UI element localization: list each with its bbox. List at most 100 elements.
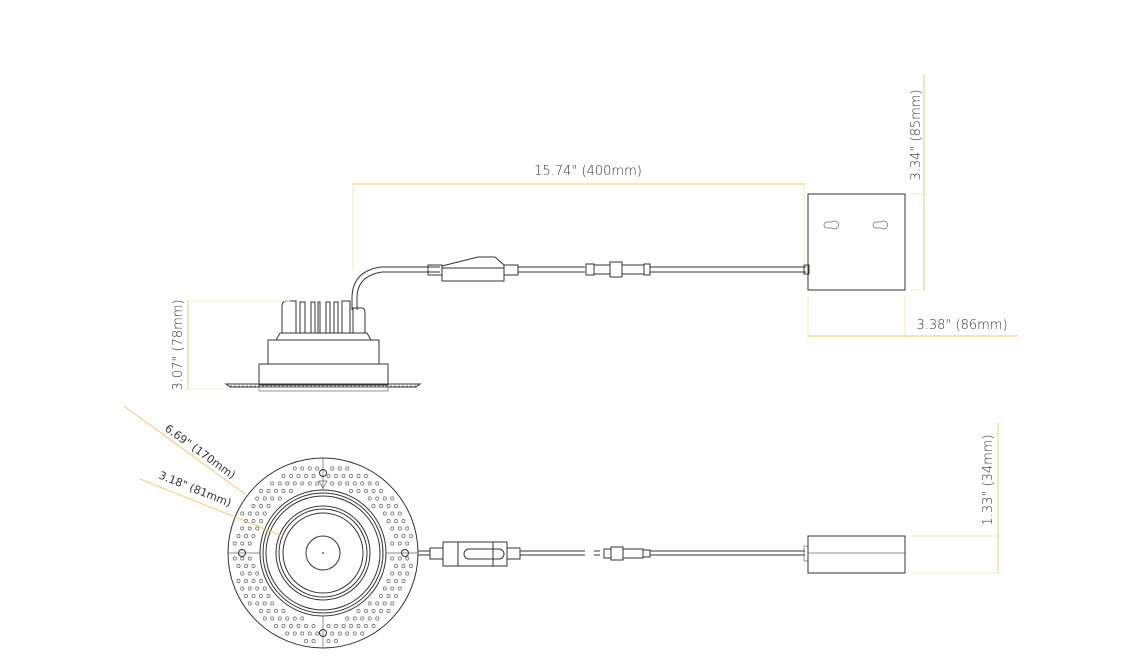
fixture-height-label: 3.07" (78mm) [171,299,186,390]
fixture-side-view [224,266,440,392]
perforation-hole [300,631,305,636]
perforation-hole [300,466,305,471]
perforation-hole [262,616,267,621]
perforation-hole [356,489,361,493]
perforation-hole [352,631,357,636]
perforation-hole [285,631,290,636]
perforation-hole [247,571,252,576]
perforation-hole [247,526,252,531]
perforation-hole [307,466,312,471]
driver-box-front [807,193,906,291]
perforation-hole [371,504,376,508]
perforation-hole [371,489,376,493]
perforation-hole [292,631,297,636]
perforation-hole [360,616,365,621]
perforation-hole [247,601,252,606]
perforation-hole [244,534,248,538]
perforation-hole [394,564,398,568]
driver-height-label: 3.34" (85mm) [909,89,924,180]
perforation-hole [401,534,406,538]
perforation-hole [330,466,335,471]
perforation-hole [379,504,383,508]
perforation-hole [311,639,316,643]
perforation-hole [292,481,297,486]
perforation-hole [240,511,245,516]
perforation-hole [401,519,406,523]
perforation-hole [266,504,271,508]
perforation-hole [409,564,413,568]
perforation-hole [405,571,410,576]
perforation-hole [334,639,338,643]
perforation-hole [356,474,361,478]
perforation-hole [262,511,267,516]
mounting-slots [228,458,418,648]
perforation-hole [326,639,331,643]
perforation-hole [337,466,342,471]
perforation-hole [390,586,395,591]
perforation-hole [364,489,368,493]
perforation-hole [405,541,410,546]
perforation-hole [247,541,252,546]
perforation-hole [255,601,260,606]
perforation-hole [240,556,245,561]
dimension-driver-height: 3.34" (85mm) [909,75,926,291]
perforation-hole [334,624,338,628]
perforation-hole [255,511,260,516]
perforation-hole [352,481,357,486]
perforation-hole [259,594,263,598]
perforation-holes [232,466,413,643]
perforation-hole [386,594,391,598]
perforation-hole [345,631,350,636]
perforation-hole [397,526,402,531]
perforation-hole [262,586,267,591]
perforation-hole [371,609,376,613]
dimension-fixture-height: 3.07" (78mm) [171,299,290,391]
perforation-hole [281,489,286,493]
perforation-hole [277,481,282,486]
perforation-hole [281,474,286,478]
perforation-hole [390,601,395,606]
perforation-hole [326,474,331,478]
perforation-hole [379,489,383,493]
perforation-hole [236,564,241,568]
perforation-hole [405,556,410,561]
perforation-hole [274,609,278,613]
perforation-hole [386,609,391,613]
driver-width-label: 3.38" (86mm) [916,318,1007,333]
cable-length-label: 15.74" (400mm) [534,164,642,179]
perforation-hole [379,594,383,598]
perforation-hole [326,624,331,628]
dimension-cable-length: 15.74" (400mm) [352,164,805,270]
perforation-hole [382,586,387,591]
perforation-hole [367,601,372,606]
perforation-hole [270,601,275,606]
perforation-hole [367,496,372,501]
perforation-hole [345,616,350,621]
perforation-hole [274,489,278,493]
perforation-hole [345,481,350,486]
perforation-hole [397,541,402,546]
perforation-hole [251,579,256,583]
perforation-hole [382,511,387,516]
perforation-hole [232,556,237,561]
perforation-hole [356,624,361,628]
perforation-hole [266,594,271,598]
perforation-hole [296,474,301,478]
perforation-hole [386,519,391,523]
perforation-hole [262,601,267,606]
perforation-hole [259,504,263,508]
perforation-hole [397,511,402,516]
perforation-hole [251,534,256,538]
perforation-hole [259,519,263,523]
perforation-hole [274,624,278,628]
perforation-hole [259,489,263,493]
perforation-hole [330,481,335,486]
perforation-hole [390,541,395,546]
perforation-hole [364,474,368,478]
perforation-hole [281,609,286,613]
perforation-hole [397,586,402,591]
perforation-hole [315,481,320,486]
perforation-hole [386,579,391,583]
perforation-hole [367,481,372,486]
